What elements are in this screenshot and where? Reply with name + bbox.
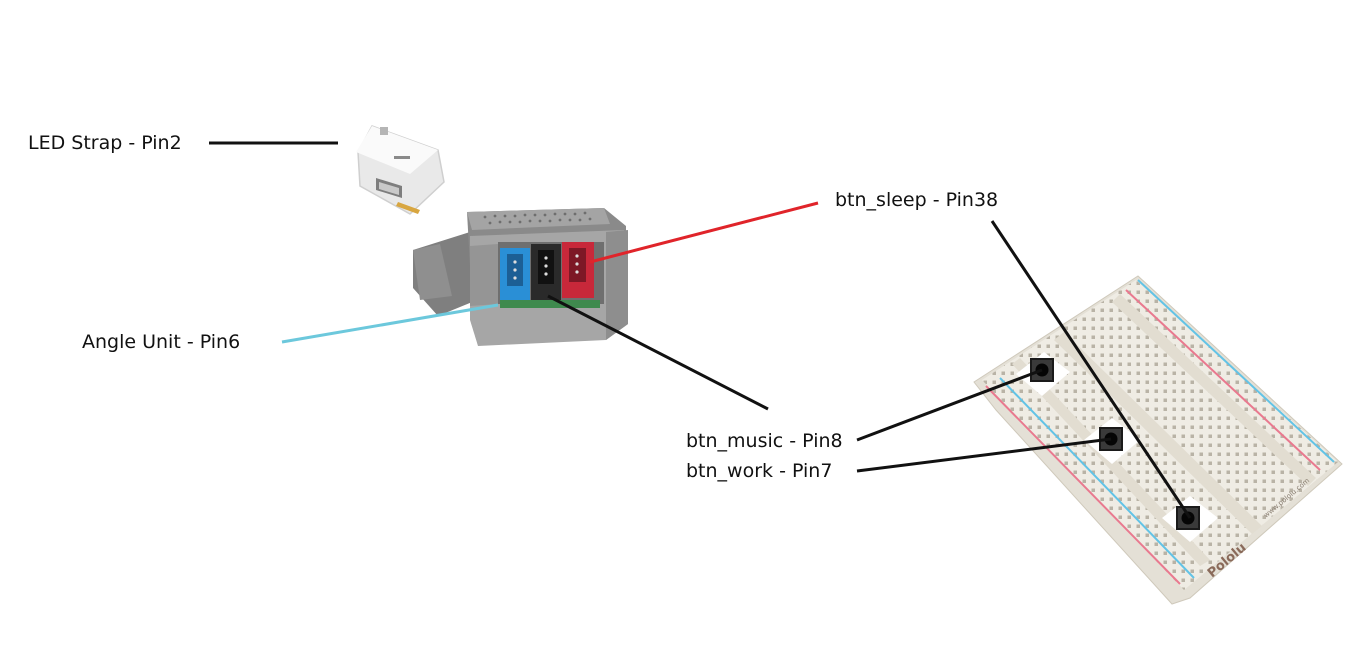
- led-strap-label: LED Strap - Pin2: [28, 132, 182, 154]
- angle-unit-wire: [281, 303, 499, 344]
- controller-unit: [413, 208, 628, 346]
- btn-music-wire: [856, 368, 1043, 442]
- btn-sleep-wire-to-controller: [589, 201, 819, 264]
- controller-to-buttons-wire: [547, 294, 769, 411]
- btn-work-wire: [856, 437, 1112, 473]
- btn-work-label: btn_work - Pin7: [686, 460, 833, 482]
- push-button-work: [1084, 418, 1140, 464]
- btn-sleep-label: btn_sleep - Pin38: [835, 189, 999, 211]
- breadboard: Pololu www.pololu.com: [973, 275, 1343, 605]
- btn-music-label: btn_music - Pin8: [686, 430, 843, 452]
- btn-sleep-wire: [990, 220, 1192, 519]
- push-button-sleep: [1162, 496, 1218, 542]
- led-strap-module: [356, 125, 445, 215]
- angle-unit-label: Angle Unit - Pin6: [82, 331, 241, 353]
